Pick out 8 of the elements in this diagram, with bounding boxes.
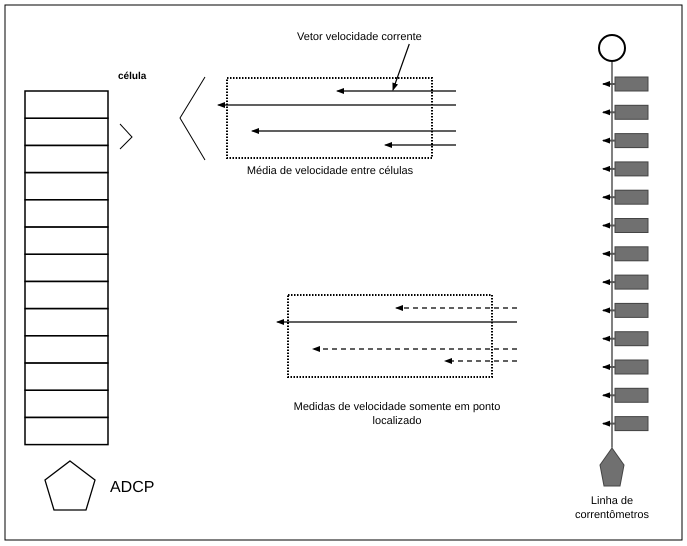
part-label: ADCP — [110, 478, 154, 497]
direction-arrow — [336, 88, 456, 94]
leader-line — [392, 44, 410, 91]
annotation-text: Vetor velocidade corrente — [297, 30, 422, 44]
caption: Média de velocidade entre células — [246, 164, 414, 178]
caption: Medidas de velocidade somente em ponto localizado — [292, 400, 502, 428]
part-label: célula — [118, 70, 146, 83]
caption: Linha de correntômetros — [574, 494, 650, 522]
